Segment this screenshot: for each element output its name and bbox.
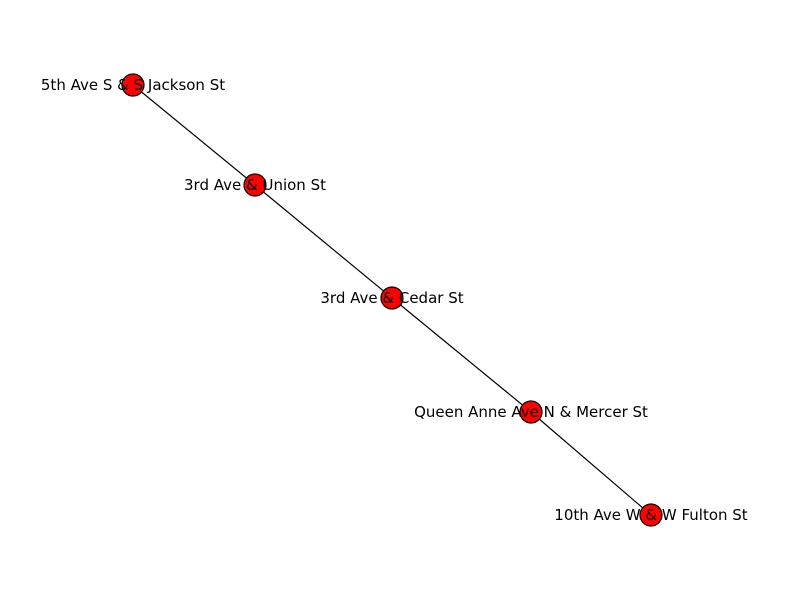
labels-layer: 5th Ave S & S Jackson St 3rd Ave & Union … xyxy=(41,76,748,524)
node-label-n4: Queen Anne Ave N & Mercer St xyxy=(414,403,648,421)
node-circle-n3 xyxy=(380,286,404,310)
node-circle-n1 xyxy=(121,73,145,97)
node-label-n5: 10th Ave W & W Fulton St xyxy=(554,506,748,524)
edge-n4-n5 xyxy=(530,411,652,516)
edge-n3-n4 xyxy=(391,297,532,413)
node-circle-n4 xyxy=(519,400,543,424)
nodes-layer xyxy=(121,73,663,527)
node-circle-n2 xyxy=(243,173,267,197)
node-label-n3: 3rd Ave & Cedar St xyxy=(320,289,463,307)
node-label-n2: 3rd Ave & Union St xyxy=(184,176,326,194)
edges-layer xyxy=(132,84,652,516)
edge-n1-n2 xyxy=(132,84,256,186)
edge-n2-n3 xyxy=(254,184,393,299)
node-circle-n5 xyxy=(639,503,663,527)
node-label-n1: 5th Ave S & S Jackson St xyxy=(41,76,225,94)
